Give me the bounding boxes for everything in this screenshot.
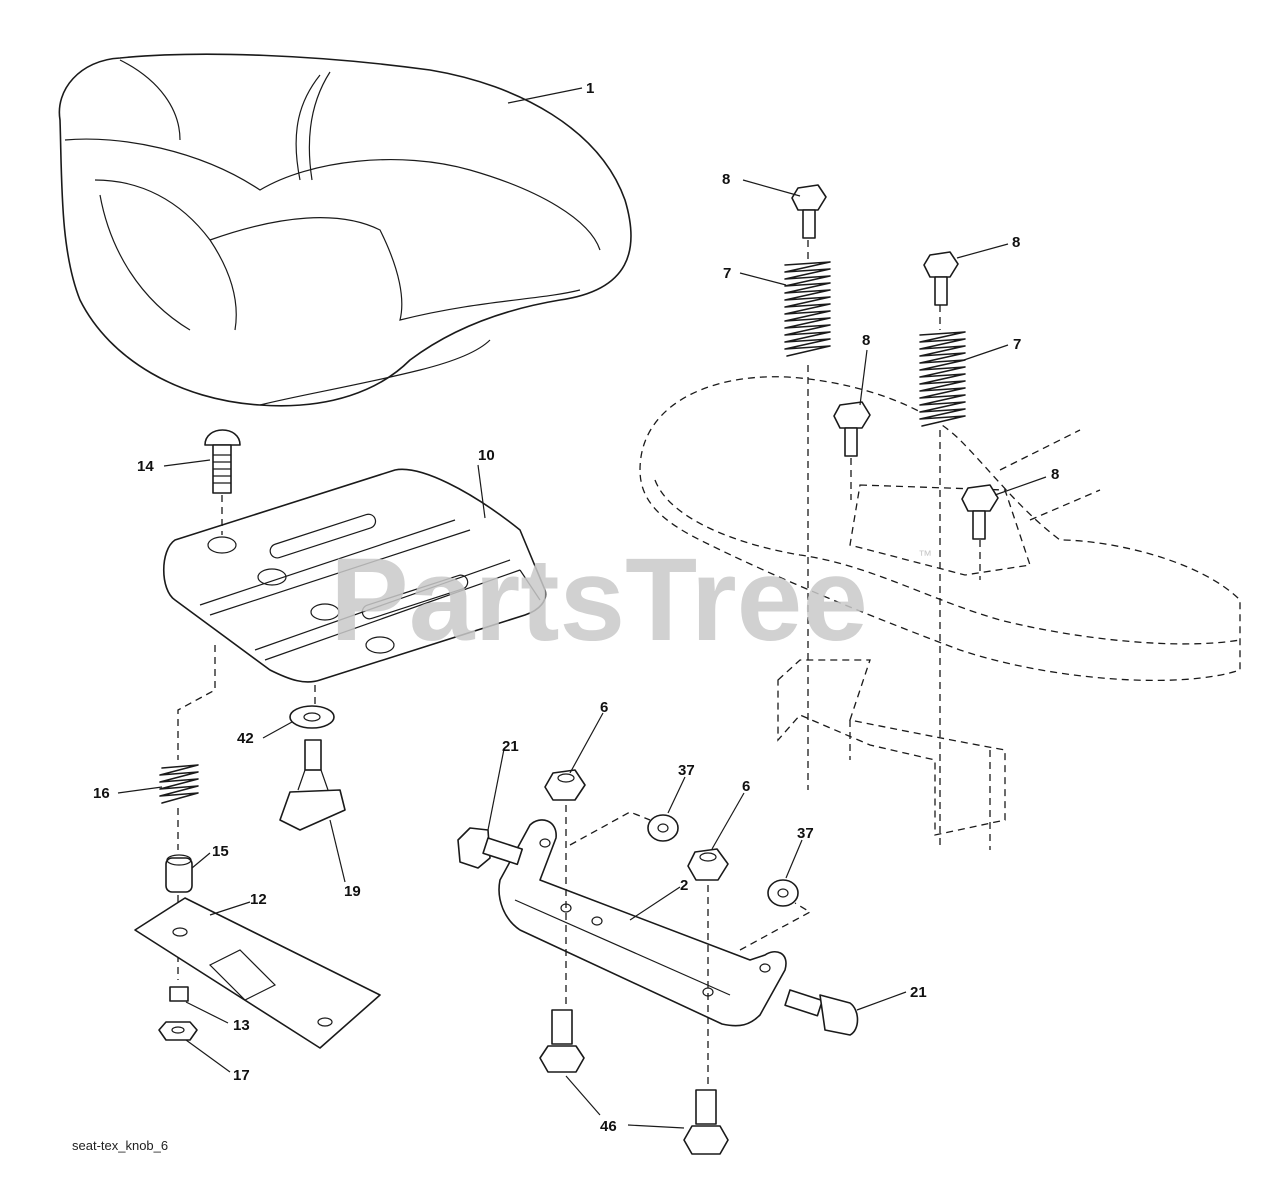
callout-6-upper: 6 <box>600 699 608 716</box>
spring-part-7-left[interactable] <box>784 261 831 357</box>
washer-part-37-upper[interactable] <box>647 814 679 842</box>
nut-part-13[interactable] <box>169 986 189 1002</box>
spring-part-16[interactable] <box>159 764 199 804</box>
spacer-part-15[interactable] <box>165 854 193 893</box>
leader-lines <box>117 87 1047 1129</box>
callout-8-b: 8 <box>1012 234 1020 251</box>
bolt-part-8-c[interactable] <box>833 401 871 457</box>
bolt-part-8-a[interactable] <box>791 184 827 239</box>
bolt-part-8-d[interactable] <box>961 484 999 540</box>
callout-7-right: 7 <box>1013 336 1021 353</box>
callout-42: 42 <box>237 730 254 747</box>
bolt-part-46-upper[interactable] <box>539 1009 585 1073</box>
washer-part-42[interactable] <box>289 705 335 729</box>
callout-17: 17 <box>233 1067 250 1084</box>
partstree-watermark: PartsTree <box>330 534 868 666</box>
bolt-part-21-left[interactable] <box>457 827 524 869</box>
callout-19: 19 <box>344 883 361 900</box>
bolt-part-21-right[interactable] <box>784 989 859 1036</box>
carriage-bolt-part-14[interactable] <box>204 429 241 494</box>
spring-part-7-right[interactable] <box>919 331 966 427</box>
callout-13: 13 <box>233 1017 250 1034</box>
callout-2: 2 <box>680 877 688 894</box>
seat-part-1[interactable] <box>58 53 632 407</box>
callout-46: 46 <box>600 1118 617 1135</box>
bolt-part-8-b[interactable] <box>923 251 959 306</box>
diagram-code: seat-tex_knob_6 <box>72 1138 168 1153</box>
trademark-symbol: ™ <box>918 547 932 563</box>
callout-16: 16 <box>93 785 110 802</box>
callout-21-left: 21 <box>502 738 519 755</box>
nut-part-6-lower[interactable] <box>687 848 729 881</box>
callout-1: 1 <box>586 80 594 97</box>
callout-6-lower: 6 <box>742 778 750 795</box>
callout-8-c: 8 <box>862 332 870 349</box>
callout-labels: 1 8 8 7 7 8 8 14 10 42 16 15 19 12 13 17… <box>93 80 1059 1135</box>
callout-8-d: 8 <box>1051 466 1059 483</box>
washer-part-37-lower[interactable] <box>767 879 799 907</box>
callout-37-lower: 37 <box>797 825 814 842</box>
callout-12: 12 <box>250 891 267 908</box>
support-bracket-part-2[interactable] <box>498 819 787 1027</box>
nut-part-6-upper[interactable] <box>544 769 586 801</box>
callout-10: 10 <box>478 447 495 464</box>
seat-pan-part-10[interactable] <box>163 468 547 683</box>
bracket-part-12[interactable] <box>134 897 381 1049</box>
callout-8-a: 8 <box>722 171 730 188</box>
callout-21-right: 21 <box>910 984 927 1001</box>
callout-14: 14 <box>137 458 154 475</box>
callout-15: 15 <box>212 843 229 860</box>
callout-37-upper: 37 <box>678 762 695 779</box>
knob-part-19[interactable] <box>279 739 346 831</box>
callout-7-left: 7 <box>723 265 731 282</box>
flange-nut-part-17[interactable] <box>158 1021 198 1041</box>
bolt-part-46-lower[interactable] <box>683 1089 729 1155</box>
